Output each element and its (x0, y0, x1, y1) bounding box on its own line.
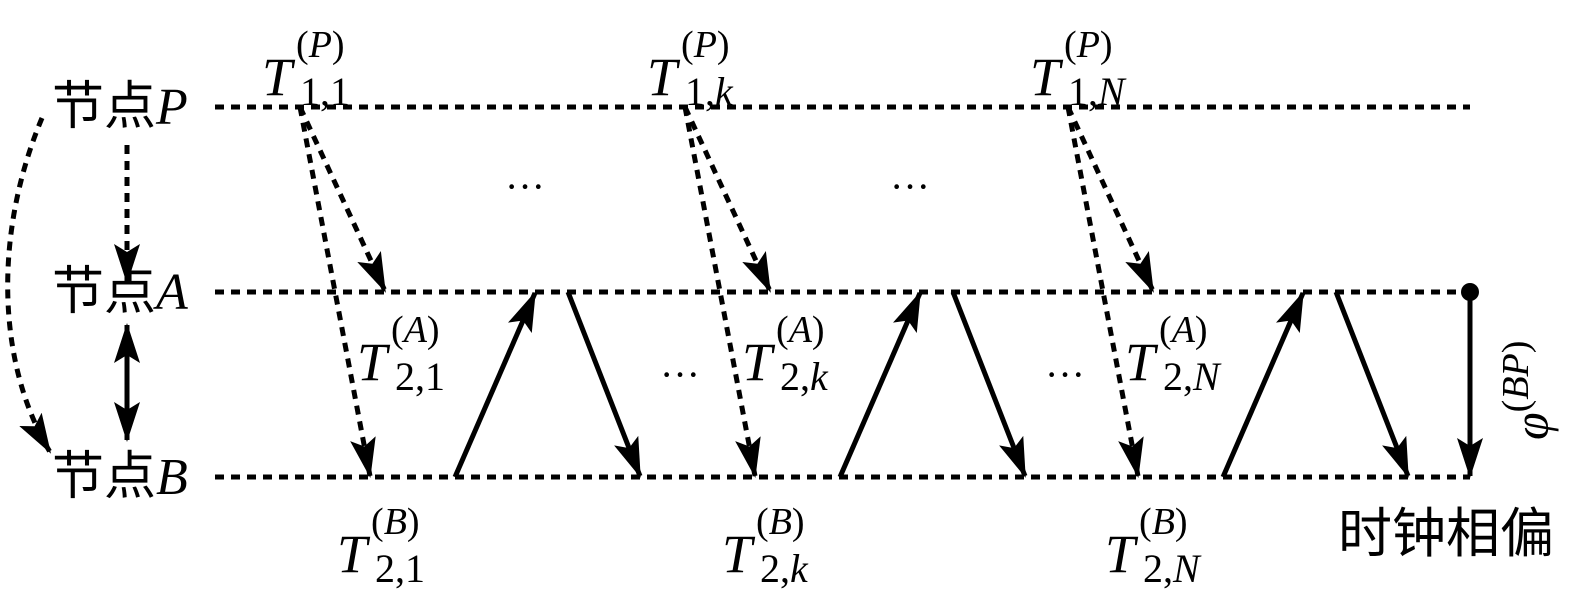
timestamp-label-a: T(A) (1125, 309, 1208, 392)
p-to-b-curved-arrow (5, 117, 53, 454)
timestamp-label-a: T(A) (742, 309, 825, 392)
timestamp-label-b: T(B) (1105, 501, 1188, 584)
timestamp-label-p: T(P) (262, 24, 345, 107)
ellipsis: ··· (1045, 352, 1085, 397)
timestamp-label-b: T(B) (337, 501, 420, 584)
p-to-b-sync-arrow (297, 106, 376, 478)
timestamp-subscript: 1,k (685, 69, 734, 114)
timestamp-label-b: T(B) (722, 501, 805, 584)
phase-offset-label: φ(BP) (1495, 341, 1559, 440)
timestamp-subscript: 2,1 (375, 546, 425, 591)
a-to-b-message-arrow (565, 291, 643, 478)
timestamp-label-a: T(A) (357, 309, 440, 392)
node-label-p: 节点P (52, 79, 188, 136)
ellipsis: ··· (505, 164, 545, 209)
ellipsis: ··· (890, 164, 930, 209)
exchange-groups: T(P)1,1T(A)2,1T(B)2,1······T(P)1,kT(A)2,… (262, 24, 1411, 591)
timestamp-subscript: 1,1 (300, 69, 350, 114)
a-to-b-message-arrow (1333, 291, 1411, 478)
phase-offset-dot (1461, 283, 1479, 301)
b-to-a-message-arrow (1220, 291, 1306, 478)
timestamp-subscript: 2,N (1163, 354, 1222, 399)
ellipsis: ··· (660, 352, 700, 397)
p-to-a-sync-arrow (682, 105, 773, 293)
p-to-b-sync-arrow (1065, 106, 1144, 478)
b-to-a-message-arrow (837, 291, 923, 478)
timestamp-subscript: 2,k (780, 354, 829, 399)
b-to-a-message-arrow (452, 291, 538, 478)
p-to-b-sync-arrow (682, 106, 761, 478)
timestamp-label-p: T(P) (647, 24, 730, 107)
p-to-a-sync-arrow (1065, 105, 1156, 293)
timestamp-label-p: T(P) (1030, 24, 1113, 107)
node-label-a: 节点A (52, 264, 188, 321)
node-label-b: 节点B (52, 449, 188, 506)
exchange-group: T(P)1,NT(A)2,NT(B)2,N (1030, 24, 1411, 591)
timestamp-subscript: 2,1 (395, 354, 445, 399)
p-to-a-sync-arrow (297, 105, 388, 293)
timestamp-subscript: 2,N (1143, 546, 1202, 591)
timestamp-subscript: 1,N (1068, 69, 1127, 114)
a-to-b-message-arrow (950, 291, 1028, 478)
phase-offset-caption: 时钟相偏 (1338, 504, 1554, 564)
timestamp-subscript: 2,k (760, 546, 809, 591)
exchange-group: T(P)1,1T(A)2,1T(B)2,1······ (262, 24, 700, 591)
exchange-group: T(P)1,kT(A)2,kT(B)2,k······ (647, 24, 1085, 591)
